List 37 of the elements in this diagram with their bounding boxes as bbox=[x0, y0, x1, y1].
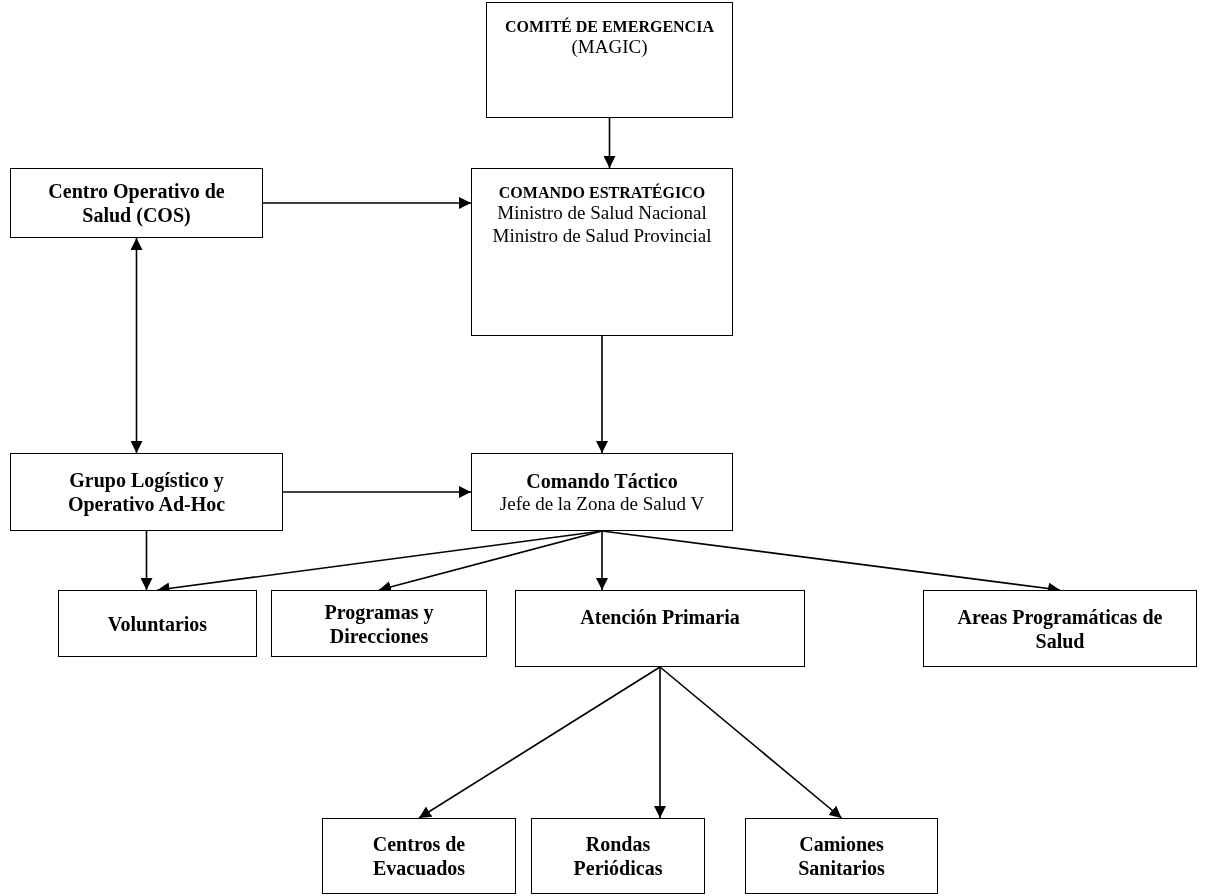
box-text: (MAGIC) bbox=[571, 36, 648, 59]
org-box bbox=[923, 590, 1197, 667]
org-box bbox=[486, 2, 733, 118]
org-box bbox=[471, 453, 733, 531]
arrow bbox=[596, 335, 608, 454]
box-title: Camiones Sanitarios bbox=[797, 832, 886, 880]
box-title: Programas y Direcciones bbox=[323, 599, 435, 648]
org-box bbox=[745, 818, 938, 894]
org-box bbox=[515, 590, 805, 667]
org-box bbox=[10, 168, 263, 238]
arrow bbox=[603, 117, 616, 169]
box-text: Ministro de Salud Nacional Ministro de Salud Provincial bbox=[491, 202, 713, 248]
box-title: Centros de Evacuados bbox=[371, 832, 467, 880]
org-box bbox=[531, 818, 705, 894]
box-text: Jefe de la Zona de Salud V bbox=[499, 492, 705, 516]
arrow bbox=[654, 666, 666, 819]
arrow bbox=[596, 530, 608, 591]
org-box bbox=[322, 818, 516, 894]
arrow bbox=[659, 666, 843, 819]
box-title: Voluntarios bbox=[107, 611, 208, 636]
arrow bbox=[262, 197, 472, 209]
box-title: Grupo Logístico y Operativo Ad-Hoc bbox=[66, 468, 227, 516]
org-box bbox=[10, 453, 283, 531]
arrow bbox=[282, 486, 472, 498]
box-title: Areas Programáticas de Salud bbox=[956, 604, 1164, 653]
arrow bbox=[140, 530, 153, 591]
org-box bbox=[58, 590, 257, 657]
box-title: Rondas Periódicas bbox=[572, 832, 664, 880]
box-title: Comando Táctico bbox=[526, 468, 678, 493]
box-title: Atención Primaria bbox=[580, 605, 740, 629]
org-box bbox=[471, 168, 733, 336]
box-title: Centro Operativo de Salud (COS) bbox=[47, 179, 226, 227]
arrow bbox=[418, 666, 661, 819]
box-title: COMITÉ DE EMERGENCIA bbox=[505, 17, 714, 37]
arrow bbox=[130, 237, 143, 454]
box-title: COMANDO ESTRATÉGICO bbox=[498, 183, 706, 203]
org-box bbox=[271, 590, 487, 657]
